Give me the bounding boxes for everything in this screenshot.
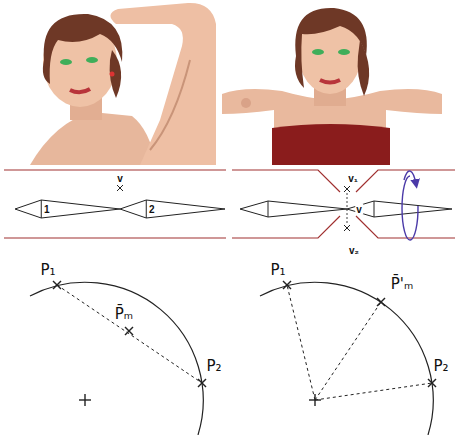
character-raised-arm xyxy=(110,72,115,77)
point-label: P̄'ₘ xyxy=(390,275,415,293)
center-mark xyxy=(309,394,321,406)
bone-outline xyxy=(15,200,120,218)
character-raised-arm xyxy=(60,59,72,65)
point-label: P₁ xyxy=(269,261,286,279)
circle-arc xyxy=(260,282,433,435)
bone-shape xyxy=(268,201,269,217)
center-mark xyxy=(79,394,91,406)
character-raised-arm xyxy=(30,3,216,165)
bone-shape: 1 xyxy=(15,200,120,218)
bone-shape xyxy=(240,201,452,217)
circle-arc xyxy=(30,282,203,435)
character-arms-out xyxy=(295,8,367,88)
character-raised-arm xyxy=(43,14,123,84)
character-raised-arm xyxy=(150,60,190,150)
center-mark xyxy=(84,394,85,406)
circle-arc xyxy=(260,282,433,435)
bone-joint-line xyxy=(41,200,42,218)
circle-arc xyxy=(315,302,381,400)
character-raised-arm xyxy=(110,50,122,98)
character-raised-arm xyxy=(110,3,216,165)
bone-shape xyxy=(374,201,375,217)
twist-arrow xyxy=(402,171,418,240)
vertex-label: v xyxy=(116,173,124,184)
twist-arrow xyxy=(402,176,418,240)
bone-number: 1 xyxy=(44,204,50,215)
point-mark xyxy=(53,281,61,289)
collapsed-band xyxy=(232,170,455,238)
point-mark xyxy=(283,281,291,289)
vertex-mark xyxy=(117,185,123,191)
skin-band xyxy=(4,237,226,238)
vertex-mark xyxy=(117,185,123,191)
vertex-label: v xyxy=(355,204,363,215)
collapsed-band xyxy=(232,170,340,192)
point-mark xyxy=(377,298,385,306)
character-arms-out xyxy=(312,49,324,55)
bone-shape: 2 xyxy=(120,200,225,218)
vertex-mark xyxy=(344,225,350,231)
skin-band xyxy=(4,169,226,170)
character-arms-out xyxy=(272,124,390,165)
vertex-mark xyxy=(344,186,350,192)
character-arms-out xyxy=(338,49,350,55)
point-mark xyxy=(428,379,436,387)
circle-arc xyxy=(315,383,432,400)
bone-shape xyxy=(240,201,347,217)
point-mark xyxy=(53,281,206,387)
point-mark xyxy=(125,327,133,335)
circle-arc xyxy=(287,285,315,400)
point-label: P̄ₘ xyxy=(114,305,134,323)
character-raised-arm xyxy=(86,57,98,63)
bone-outline xyxy=(120,200,225,218)
vertex-mark xyxy=(117,185,123,191)
point-mark xyxy=(125,327,133,335)
character-arms-out xyxy=(241,98,251,108)
point-mark xyxy=(428,379,436,387)
character-arms-out xyxy=(320,80,340,83)
circle-arc xyxy=(30,282,203,435)
point-mark xyxy=(283,281,436,387)
point-mark xyxy=(377,298,385,306)
vertex-label: v₁ xyxy=(347,173,359,184)
bone-shape xyxy=(347,201,452,217)
bone-outline xyxy=(120,200,225,218)
skin-band xyxy=(4,170,226,238)
bone-joint-line xyxy=(146,200,147,218)
point-mark xyxy=(53,281,61,289)
collapsed-band xyxy=(232,216,340,238)
point-label: P₂ xyxy=(432,357,449,375)
point-mark xyxy=(198,379,206,387)
bone-outline xyxy=(15,200,120,218)
vertex-mark xyxy=(344,186,350,192)
twist-arrow xyxy=(404,171,416,184)
vertex-label: v₂ xyxy=(348,245,360,256)
character-arms-out xyxy=(222,8,442,165)
character-raised-arm xyxy=(70,89,90,92)
bone-number: 2 xyxy=(149,204,155,215)
point-mark xyxy=(283,281,291,289)
circle-arc xyxy=(57,285,202,383)
center-mark xyxy=(314,394,315,406)
character-arms-out xyxy=(358,40,370,96)
point-mark xyxy=(198,379,206,387)
point-label: P₂ xyxy=(205,357,222,375)
point-label: P₁ xyxy=(39,261,56,279)
vertex-mark xyxy=(344,225,350,231)
